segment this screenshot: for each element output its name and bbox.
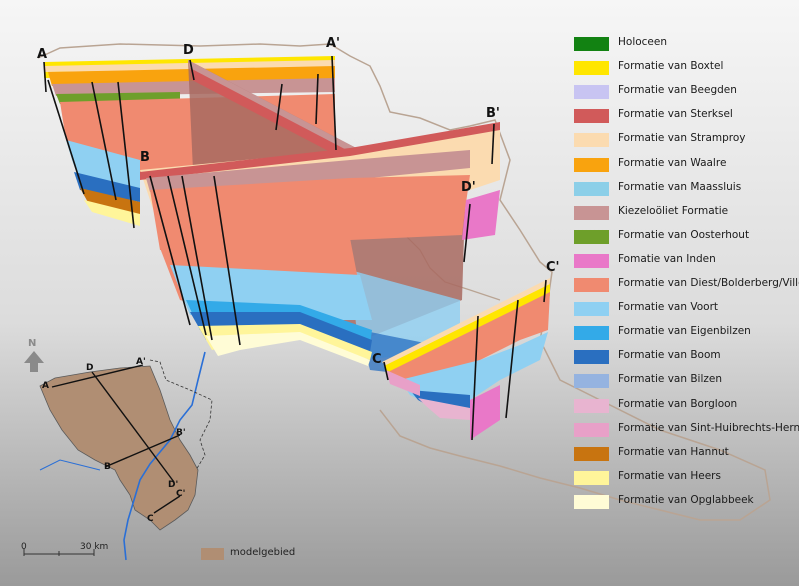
section-label-d: D: [183, 43, 194, 58]
legend-item: Formatie van Borgloon: [574, 397, 796, 417]
legend-label: Formatie van Voort: [618, 301, 718, 313]
legend-swatch: [574, 133, 609, 147]
inset-label-d: D: [86, 363, 93, 373]
legend-item: Formatie van Boom: [574, 348, 796, 368]
legend-swatch: [574, 399, 609, 413]
legend-swatch: [574, 447, 609, 461]
legend-label: Formatie van Boxtel: [618, 60, 723, 72]
legend-item: Formatie van Sterksel: [574, 107, 796, 127]
inset-label-b-prime: B': [176, 428, 186, 438]
legend-label: Holoceen: [618, 36, 667, 48]
legend-label: Formatie van Maassluis: [618, 181, 741, 193]
north-label: N: [28, 338, 36, 349]
legend-label: Kiezeloöliet Formatie: [618, 205, 728, 217]
legend-item: Formatie van Eigenbilzen: [574, 324, 796, 344]
legend-item: Kiezeloöliet Formatie: [574, 204, 796, 224]
legend-item: Formatie van Diest/Bolderberg/Ville: [574, 276, 796, 296]
legend-label: Formatie van Heers: [618, 470, 721, 482]
legend-item: Formatie van Bilzen: [574, 372, 796, 392]
model-area-label: modelgebied: [230, 547, 295, 558]
legend-item: Formatie van Heers: [574, 469, 796, 489]
section-label-a-prime: A': [326, 36, 340, 51]
legend-item: Formatie van Waalre: [574, 156, 796, 176]
section-label-b-prime: B': [486, 106, 500, 121]
legend-label: Formatie van Eigenbilzen: [618, 325, 751, 337]
legend-item: Formatie van Maassluis: [574, 180, 796, 200]
legend-label: Formatie van Oosterhout: [618, 229, 749, 241]
legend-item: Formatie van Beegden: [574, 83, 796, 103]
legend-swatch: [574, 254, 609, 268]
legend-label: Formatie van Waalre: [618, 157, 726, 169]
legend-swatch: [574, 61, 609, 75]
legend-swatch: [574, 495, 609, 509]
legend-swatch: [574, 182, 609, 196]
legend-swatch: [574, 278, 609, 292]
legend-item: Formatie van Sint-Huibrechts-Hern: [574, 421, 796, 441]
legend-label: Formatie van Opglabbeek: [618, 494, 754, 506]
inset-label-c-prime: C': [176, 489, 185, 499]
legend-swatch: [574, 326, 609, 340]
legend-item: Formatie van Hannut: [574, 445, 796, 465]
legend-item: Formatie van Oosterhout: [574, 228, 796, 248]
legend-swatch: [574, 302, 609, 316]
legend-label: Formatie van Boom: [618, 349, 721, 361]
legend-label: Formatie van Hannut: [618, 446, 729, 458]
legend-swatch: [574, 158, 609, 172]
legend-label: Fomatie van Inden: [618, 253, 716, 265]
legend-item: Formatie van Opglabbeek: [574, 493, 796, 513]
legend-swatch: [574, 374, 609, 388]
inset-label-c: C: [147, 514, 154, 524]
legend-label: Formatie van Sint-Huibrechts-Hern: [618, 422, 799, 434]
legend-swatch: [574, 471, 609, 485]
legend-item: Formatie van Stramproy: [574, 131, 796, 151]
inset-label-a-prime: A': [136, 357, 146, 367]
legend-label: Formatie van Borgloon: [618, 398, 737, 410]
section-label-c-prime: C': [546, 260, 560, 275]
legend-item: Holoceen: [574, 35, 796, 55]
legend-label: Formatie van Stramproy: [618, 132, 746, 144]
legend-label: Formatie van Beegden: [618, 84, 737, 96]
legend-swatch: [574, 230, 609, 244]
legend-swatch: [574, 37, 609, 51]
legend-swatch: [574, 206, 609, 220]
section-label-b: B: [140, 150, 150, 165]
legend-label: Formatie van Bilzen: [618, 373, 722, 385]
inset-label-a: A: [42, 381, 49, 391]
section-label-c: C: [372, 352, 382, 367]
legend-swatch: [574, 350, 609, 364]
legend-swatch: [574, 423, 609, 437]
scale-zero-label: 0: [21, 542, 27, 552]
inset-label-b: B: [104, 462, 111, 472]
scale-max-label: 30 km: [80, 542, 108, 552]
legend-item: Formatie van Voort: [574, 300, 796, 320]
section-label-a: A: [37, 47, 47, 62]
legend-swatch: [574, 109, 609, 123]
legend-item: Formatie van Boxtel: [574, 59, 796, 79]
legend-item: Fomatie van Inden: [574, 252, 796, 272]
model-area-swatch: [201, 548, 224, 560]
legend-label: Formatie van Sterksel: [618, 108, 733, 120]
section-label-d-prime: D': [461, 180, 476, 195]
legend-label: Formatie van Diest/Bolderberg/Ville: [618, 277, 799, 289]
legend-swatch: [574, 85, 609, 99]
